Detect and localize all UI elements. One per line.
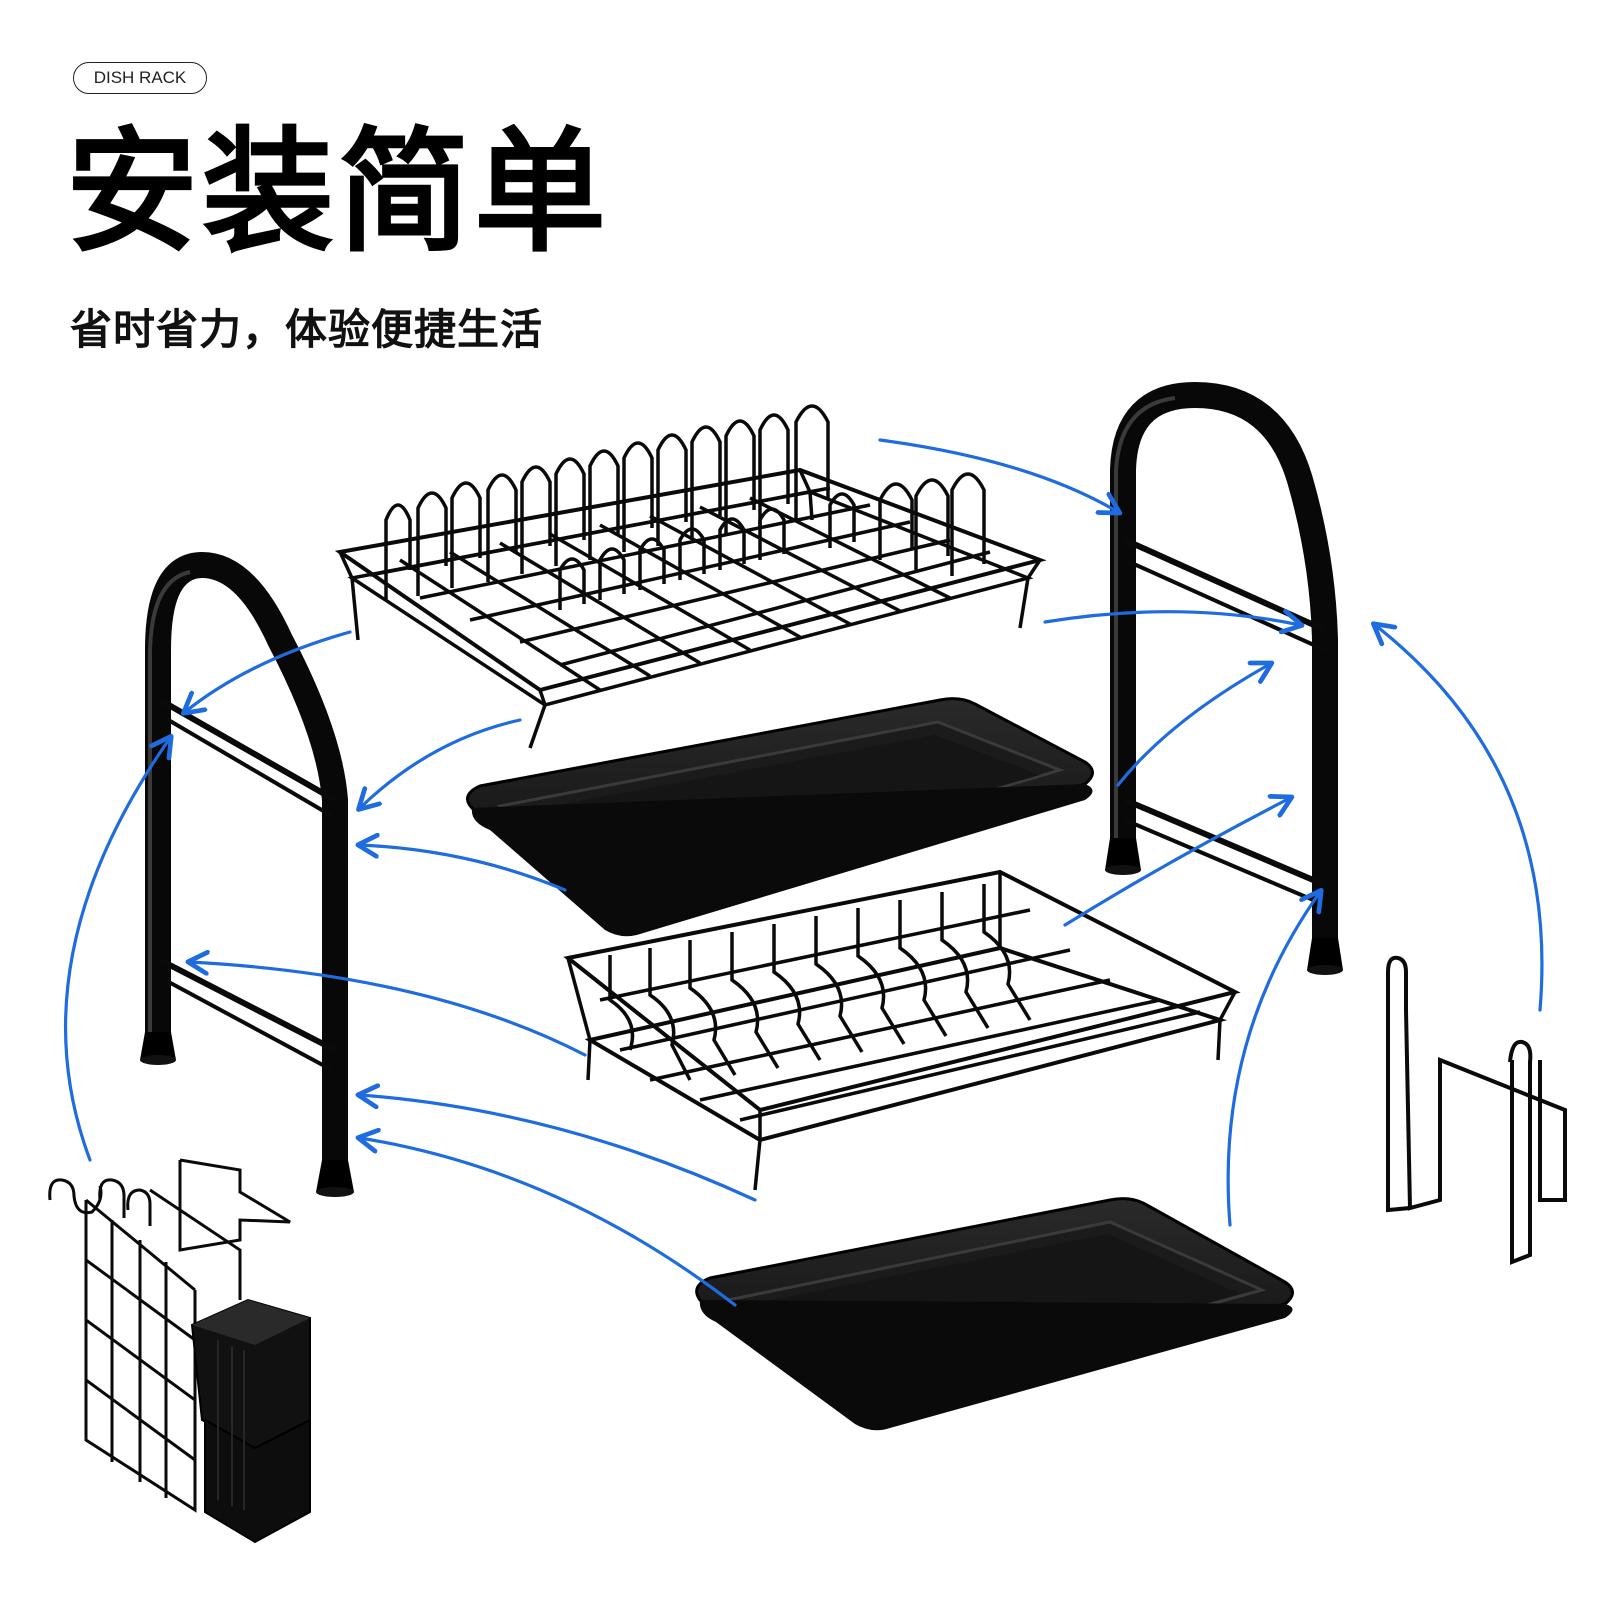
assembly-arrows [63, 438, 1544, 1307]
headline-title: 安装简单 [66, 114, 610, 272]
arrow-bottomtray-to-left [360, 1138, 737, 1307]
arrow-utensil-to-left [63, 738, 170, 1162]
arrow-basket-to-left-top [190, 962, 587, 1057]
headline-subtitle: 省时省力，体验便捷生活 [70, 305, 544, 354]
arrow-hook-to-right [1375, 625, 1544, 1012]
arrow-basket-to-left-low [360, 1095, 757, 1202]
arrow-rack-to-right-mid [1043, 612, 1300, 625]
utensil-holder [48, 1158, 311, 1544]
category-badge: DISH RACK [73, 62, 207, 94]
arrow-bottomtray-to-right [1226, 892, 1320, 1227]
left-arch-frame [140, 551, 354, 1197]
cup-holder-hook [1386, 955, 1567, 1265]
upper-plate-rack [334, 404, 1047, 749]
lower-drip-tray [695, 1197, 1294, 1431]
arrow-basket-to-right [1063, 798, 1290, 927]
category-badge-label: DISH RACK [93, 68, 187, 87]
lower-dish-basket [563, 869, 1241, 1191]
utensil-cup [190, 1298, 311, 1544]
arrow-rack-to-right-top [878, 438, 1118, 512]
arrow-tray-to-left-low [360, 845, 567, 892]
arrow-rack-to-left-top [185, 630, 352, 712]
arrow-tray-to-right [1116, 664, 1270, 787]
arrow-tray-to-left [360, 718, 522, 808]
upper-drip-tray [466, 697, 1094, 937]
right-arch-frame [1105, 381, 1343, 975]
